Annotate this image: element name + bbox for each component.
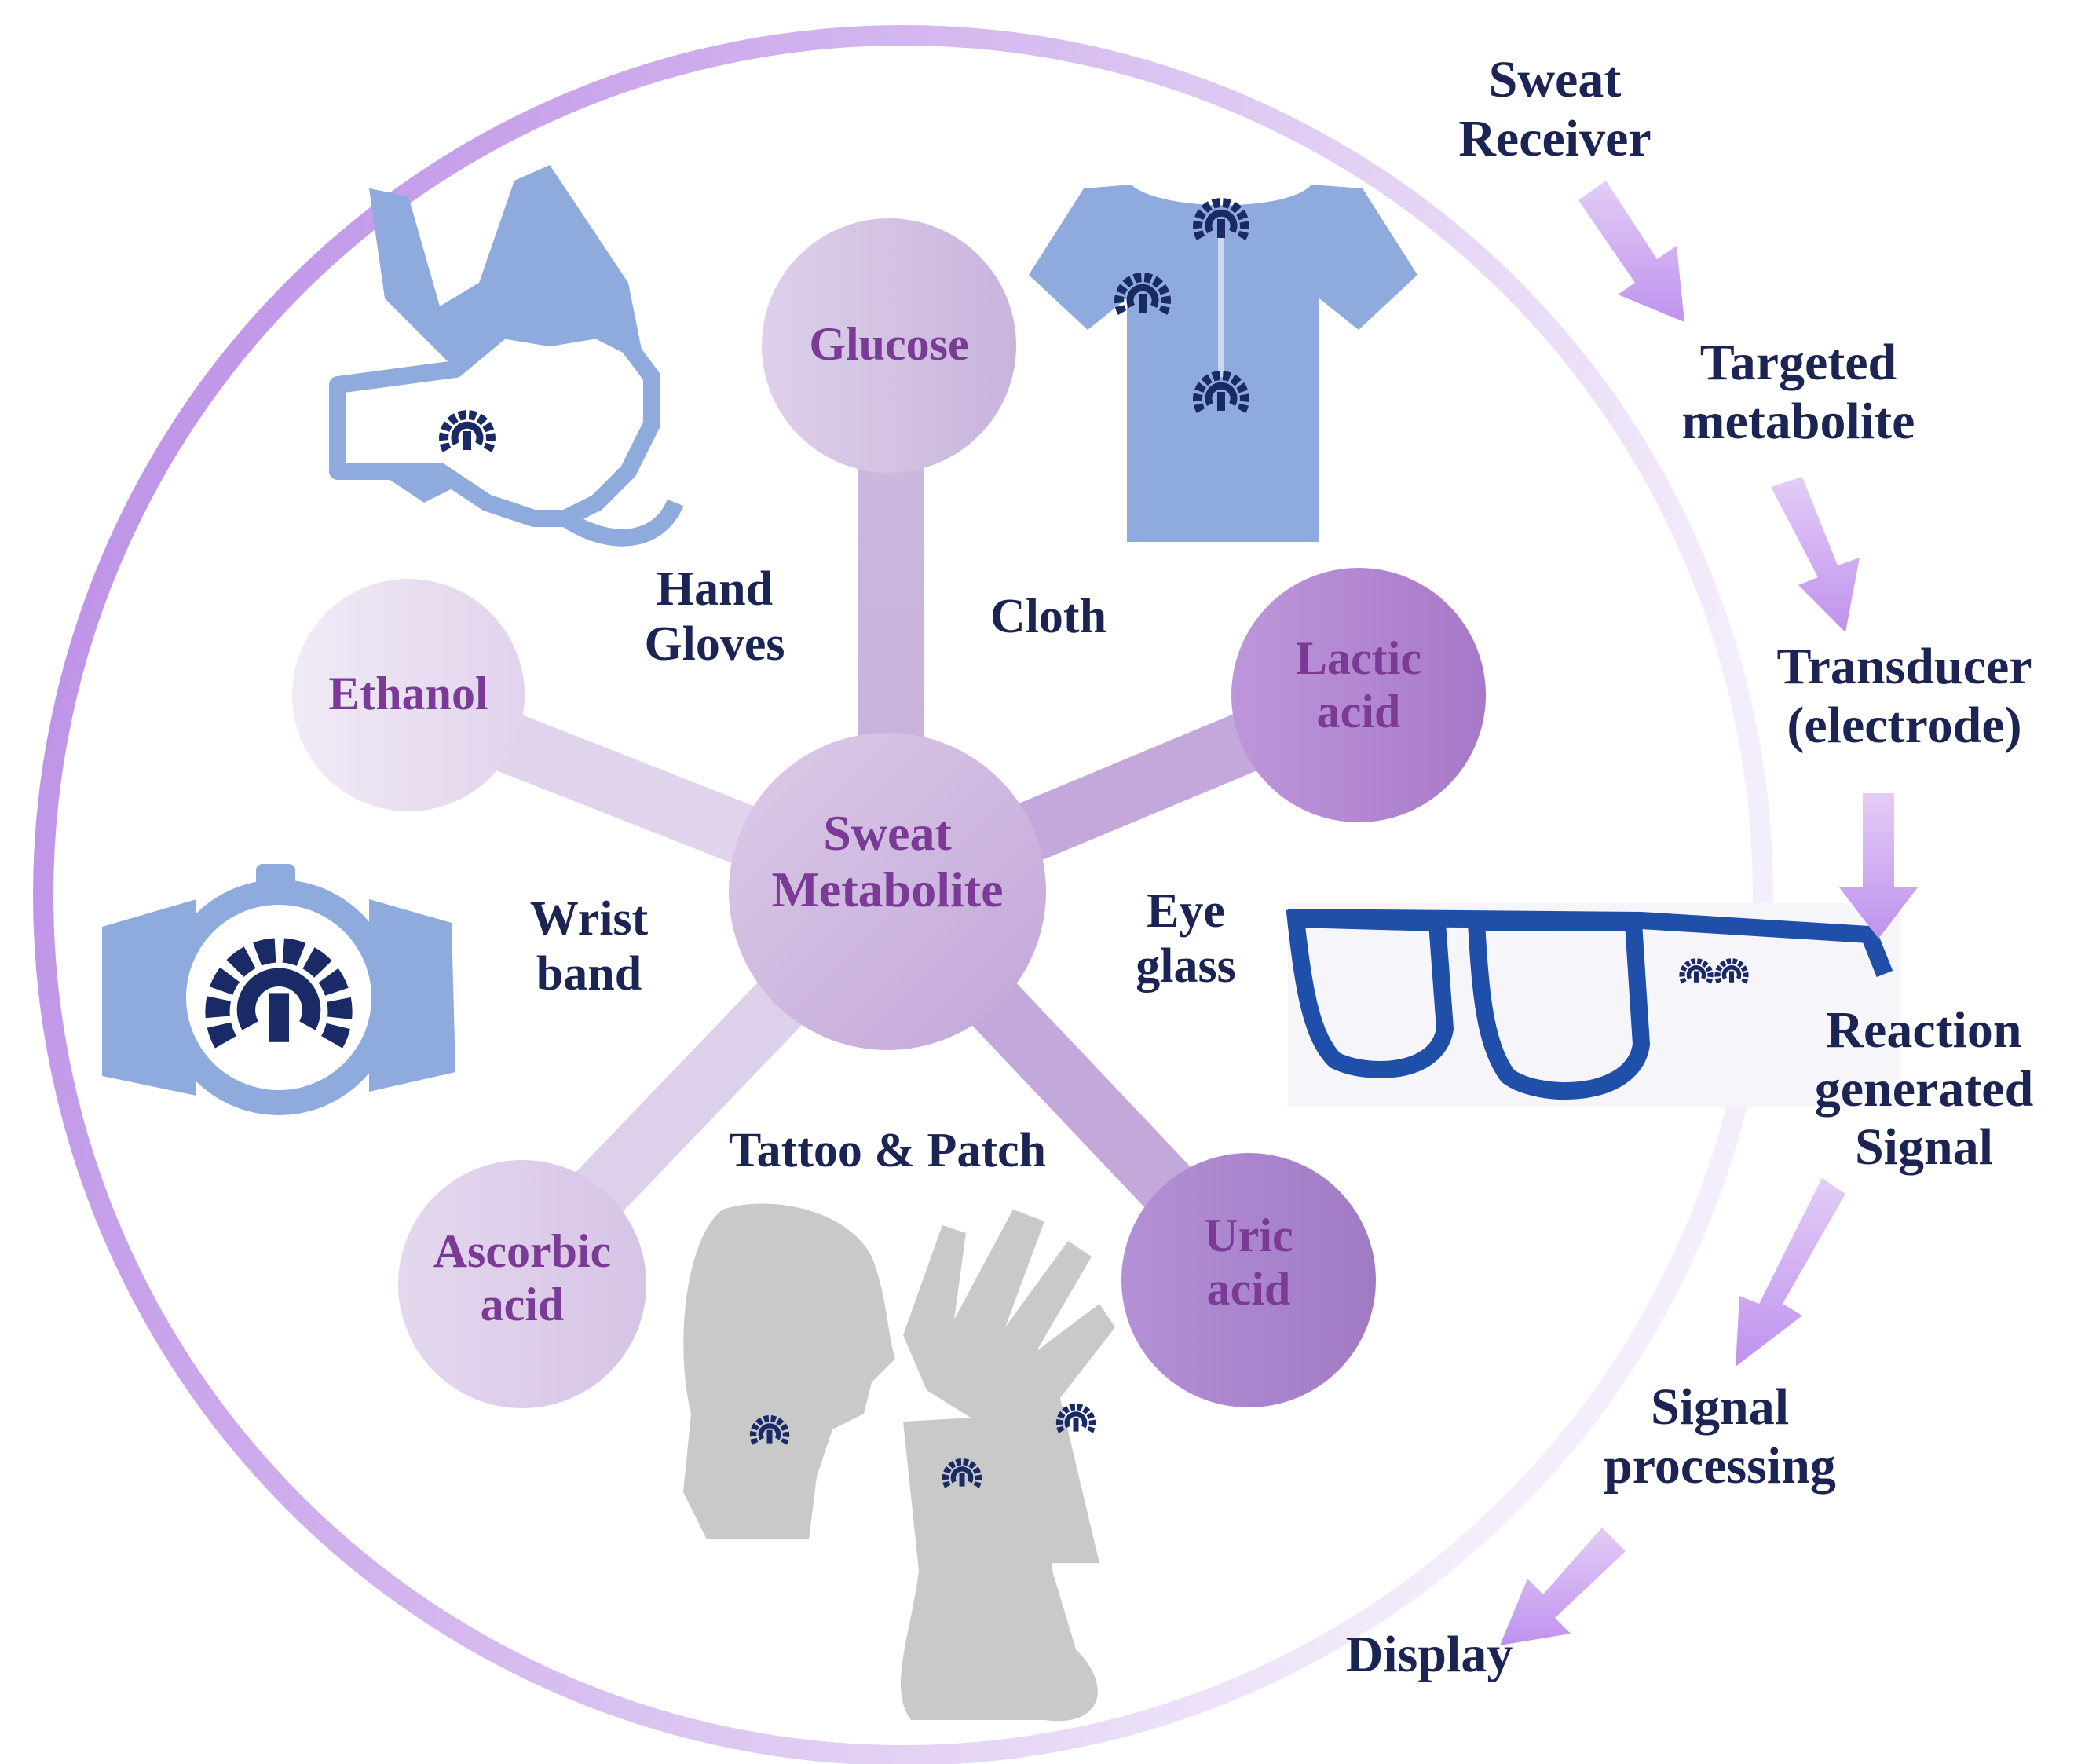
hub-text-2: Metabolite [771,862,1004,918]
hand-gloves-label: Hand Gloves [613,562,817,672]
hub-text-1: Sweat [823,805,952,861]
lactic-text-1: Lactic [1296,632,1421,684]
wrist-text-1: Wrist [529,892,649,946]
glucose-text: Glucose [809,318,969,370]
uric-text-2: acid [1206,1262,1291,1315]
step-1-text-2: Receiver [1458,109,1652,167]
wrist-text-2: band [536,947,642,1001]
wristwatch-icon [102,864,455,1115]
step-3-text-1: Transducer [1776,638,2032,695]
cloth-text: Cloth [989,590,1107,643]
uric-acid-label: Uric acid [1139,1210,1359,1316]
ascorbic-acid-label: Ascorbic acid [401,1225,644,1332]
eyeglasses-icon [1286,903,1900,1107]
t-shirt-icon [1029,185,1417,542]
step-6-text: Display [1345,1626,1513,1683]
step-1-text-1: Sweat [1488,51,1622,108]
step-signal-processing: Signal processing [1563,1378,1877,1495]
tattoo-patch-label: Tattoo & Patch [675,1123,1099,1178]
eye-text-1: Eye [1147,884,1225,938]
gloves-text-2: Gloves [644,617,785,672]
step-3-text-2: (electrode) [1787,696,2022,754]
step-2-text-2: metabolite [1681,392,1915,450]
gloves-text-1: Hand [656,562,774,616]
glucose-label: Glucose [779,318,999,371]
eye-glass-label: Eye glass [1099,884,1272,994]
step-5-text-1: Signal [1650,1378,1790,1436]
step-targeted-metabolite: Targeted metabolite [1641,334,1955,451]
ascorbic-acid-node [398,1160,646,1408]
hand-silhouette-icon [903,1210,1115,1563]
step-4-text-2: generated [1814,1059,2034,1118]
step-transducer: Transducer (electrode) [1747,638,2061,755]
tattoo-text: Tattoo & Patch [728,1124,1047,1177]
uric-text-1: Uric [1204,1210,1293,1261]
head-silhouette-icon [683,1203,895,1539]
sweat-metabolite-hub [729,733,1046,1050]
ethanol-text: Ethanol [328,668,488,719]
foot-silhouette-icon [901,1414,1098,1722]
ascorbic-text-1: Ascorbic [433,1225,612,1277]
step-4-text-1: Reaction [1826,1001,2022,1059]
outer-ring [33,25,1773,1764]
step-5-text-2: processing [1604,1436,1836,1495]
lactic-text-2: acid [1316,685,1401,737]
eye-text-2: glass [1136,939,1236,994]
sweat-metabolite-label: Sweat Metabolite [730,805,1044,919]
process-arrows [1500,181,1918,1645]
step-sweat-receiver: Sweat Receiver [1414,51,1696,168]
hand-gloves-icon [329,165,684,547]
uric-acid-node [1121,1153,1376,1407]
wrist-band-label: Wrist band [495,891,683,1001]
lactic-acid-label: Lactic acid [1249,632,1469,739]
ascorbic-text-2: acid [480,1278,565,1330]
glucose-node [762,218,1016,473]
step-reaction-signal: Reaction generated Signal [1783,1001,2065,1177]
lactic-acid-node [1231,568,1486,822]
step-4-text-3: Signal [1854,1118,1994,1177]
ethanol-label: Ethanol [298,668,518,721]
step-display: Display [1304,1626,1555,1685]
step-2-text-1: Targeted [1699,334,1897,391]
cloth-label: Cloth [958,589,1139,644]
ethanol-node [292,579,525,811]
